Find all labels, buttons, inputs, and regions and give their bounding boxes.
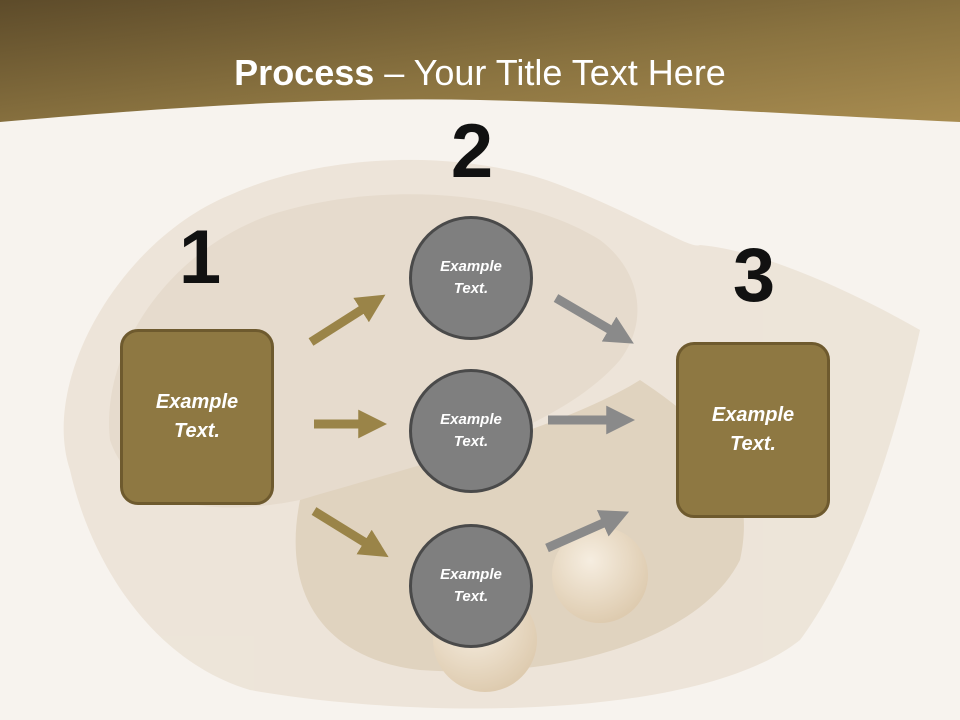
arrow-left-to-top (308, 294, 386, 346)
right-box: Example Text. (676, 342, 830, 518)
left-box-text: Example Text. (155, 391, 239, 442)
left-box: Example Text. (120, 329, 274, 505)
title-rest: – Your Title Text Here (374, 52, 726, 93)
page-title: Process – Your Title Text Here (0, 52, 960, 94)
circle-middle: Example Text. (409, 369, 533, 493)
circle-bottom-text: Example Text. (440, 565, 502, 606)
arrow-top-to-right (553, 294, 634, 344)
arrow-bottom-to-right (545, 510, 630, 553)
circle-bottom: Example Text. (409, 524, 533, 648)
circle-middle-text: Example Text. (440, 410, 502, 451)
arrow-left-to-bottom (311, 507, 389, 558)
right-box-text: Example Text. (711, 404, 795, 455)
circle-top-text: Example Text. (440, 257, 502, 298)
title-bold: Process (234, 52, 375, 93)
step-number-3: 3 (732, 233, 776, 318)
step-number-1: 1 (178, 215, 222, 300)
step-number-2: 2 (450, 109, 494, 194)
header-band (0, 0, 960, 122)
circle-top: Example Text. (409, 216, 533, 340)
